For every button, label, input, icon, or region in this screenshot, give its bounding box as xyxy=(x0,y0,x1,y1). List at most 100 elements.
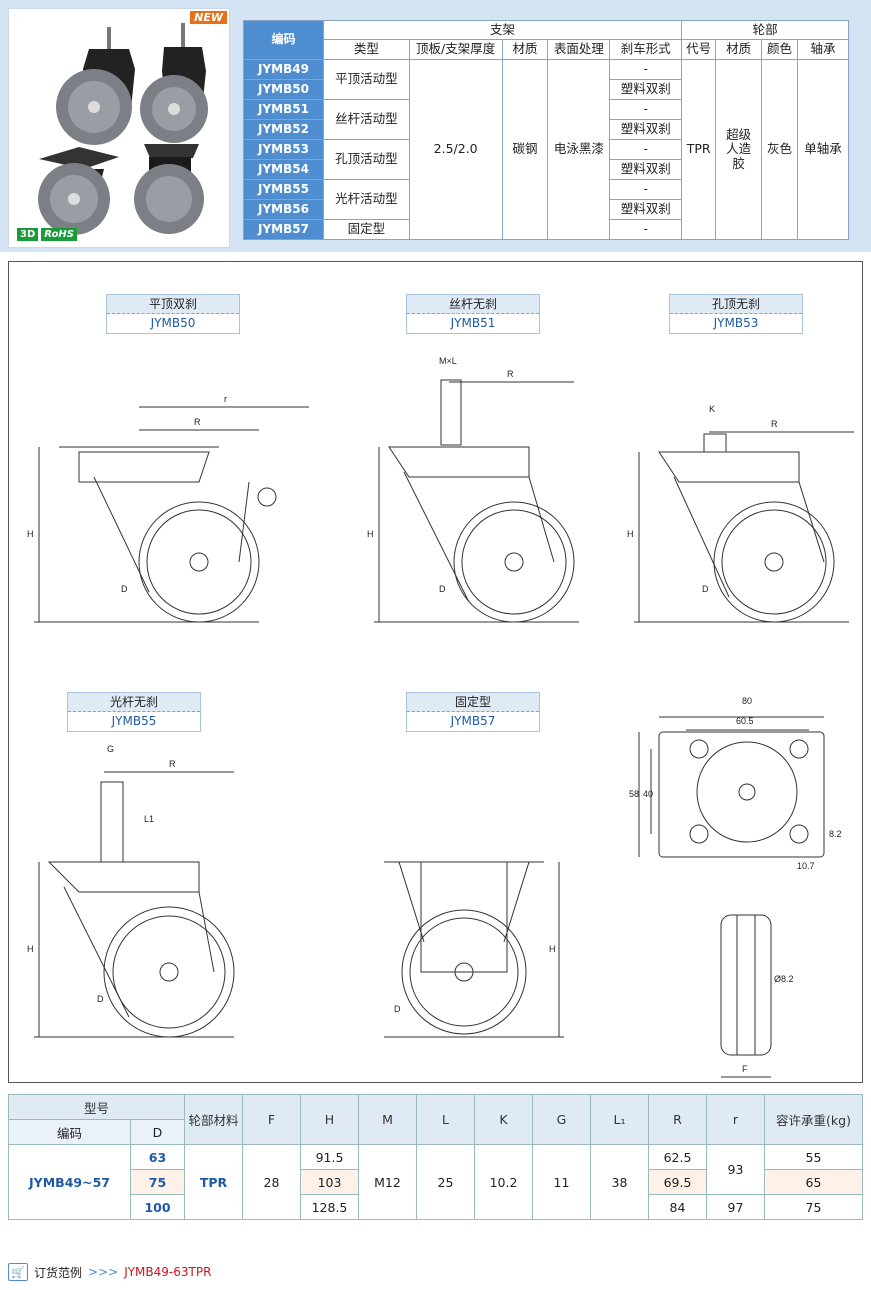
new-badge: NEW xyxy=(190,11,227,24)
cell-H: 91.5 xyxy=(300,1144,359,1170)
spec-wheel-code: TPR xyxy=(681,59,717,240)
spec-bearing: 单轴承 xyxy=(797,59,849,240)
dim-82-label: 8.2 xyxy=(829,829,842,839)
spec-header-bracket: 支架 xyxy=(322,20,683,40)
spec-code: JYMB55 xyxy=(243,179,324,200)
h-col: M xyxy=(358,1094,417,1145)
order-value: JYMB49-63TPR xyxy=(124,1265,212,1279)
spec-code: JYMB54 xyxy=(243,159,324,180)
cell-r: 97 xyxy=(706,1194,765,1220)
h-model: 型号 xyxy=(8,1094,185,1120)
h-wheel: 轮部材料 xyxy=(184,1094,243,1145)
cell-R: 69.5 xyxy=(648,1169,707,1195)
dim-r-label: r xyxy=(224,394,227,404)
h-col: 容许承重(kg) xyxy=(764,1094,863,1145)
dim-phi82-label: Ø8.2 xyxy=(774,974,794,984)
dim-D3-label: D xyxy=(702,584,709,594)
technical-drawings: r R H D M×L R H D K R H D G R L1 H D H D… xyxy=(27,356,854,1078)
dim-G-label: G xyxy=(107,744,114,754)
h-col: H xyxy=(300,1094,359,1145)
casters-image xyxy=(38,23,208,235)
cell-material: TPR xyxy=(184,1144,243,1220)
dim-107-label: 10.7 xyxy=(797,861,815,871)
spec-code: JYMB49 xyxy=(243,59,324,80)
h-col: F xyxy=(242,1094,301,1145)
spec-brake: - xyxy=(609,59,683,80)
spec-brake: 塑料双刹 xyxy=(609,79,683,100)
spec-type: 孔顶活动型 xyxy=(322,139,410,180)
spec-table: 编码 支架 轮部 类型 顶板/支架厚度 材质 表面处理 刹车形式 代号 材质 颜… xyxy=(243,20,849,240)
spec-col: 材质 xyxy=(715,39,763,60)
spec-material: 碳钢 xyxy=(501,59,549,240)
spec-code: JYMB56 xyxy=(243,199,324,220)
cell-H: 128.5 xyxy=(300,1194,359,1220)
dim-R2-label: R xyxy=(507,369,514,379)
cart-icon: 🛒 xyxy=(8,1263,28,1281)
dim-58-label: 58 xyxy=(629,789,639,799)
cell-L1: 38 xyxy=(590,1144,649,1220)
cell-H: 103 xyxy=(300,1169,359,1195)
spec-col: 刹车形式 xyxy=(609,39,683,60)
dim-D2-label: D xyxy=(439,584,446,594)
cell-load: 55 xyxy=(764,1144,863,1170)
dim-80-label: 80 xyxy=(742,696,752,706)
spec-header-code: 编码 xyxy=(243,20,324,60)
spec-wheel-material: 超级人造胶 xyxy=(715,59,763,240)
cell-r: 93 xyxy=(706,1144,765,1195)
h-D: D xyxy=(130,1119,185,1145)
dim-L1-label: L1 xyxy=(144,814,154,824)
dim-MxL-label: M×L xyxy=(439,356,457,366)
spec-color: 灰色 xyxy=(761,59,799,240)
spec-brake: - xyxy=(609,139,683,160)
dim-H2-label: H xyxy=(367,529,374,539)
h-col: R xyxy=(648,1094,707,1145)
dim-40-label: 40 xyxy=(643,789,653,799)
dim-R-label: R xyxy=(194,417,201,427)
cell-F: 28 xyxy=(242,1144,301,1220)
cell-load: 75 xyxy=(764,1194,863,1220)
dim-605-label: 60.5 xyxy=(736,716,754,726)
cell-D: 100 xyxy=(130,1194,185,1220)
order-arrows: >>> xyxy=(88,1265,119,1279)
h-col: G xyxy=(532,1094,591,1145)
h-col: L xyxy=(416,1094,475,1145)
spec-type: 丝杆活动型 xyxy=(322,99,410,140)
spec-thickness: 2.5/2.0 xyxy=(408,59,503,240)
cell-R: 62.5 xyxy=(648,1144,707,1170)
dim-H4-label: H xyxy=(27,944,34,954)
spec-col: 代号 xyxy=(681,39,717,60)
cell-M: M12 xyxy=(358,1144,417,1220)
spec-code: JYMB50 xyxy=(243,79,324,100)
product-photo: NEW 3D RoHS xyxy=(8,8,230,248)
spec-col: 表面处理 xyxy=(547,39,611,60)
spec-code: JYMB51 xyxy=(243,99,324,120)
dim-K-label: K xyxy=(709,404,715,414)
dim-H3-label: H xyxy=(627,529,634,539)
spec-type: 光杆活动型 xyxy=(322,179,410,220)
spec-col: 顶板/支架厚度 xyxy=(408,39,503,60)
cell-K: 10.2 xyxy=(474,1144,533,1220)
cell-D: 75 xyxy=(130,1169,185,1195)
dim-H-label: H xyxy=(27,529,34,539)
spec-header-wheel: 轮部 xyxy=(681,20,849,40)
spec-type: 平顶活动型 xyxy=(322,59,410,100)
spec-surface: 电泳黑漆 xyxy=(547,59,611,240)
3d-badge: 3D xyxy=(17,228,39,241)
cell-load: 65 xyxy=(764,1169,863,1195)
spec-brake: 塑料双刹 xyxy=(609,159,683,180)
h-col: r xyxy=(706,1094,765,1145)
cell-D: 63 xyxy=(130,1144,185,1170)
cell-code: JYMB49~57 xyxy=(8,1144,131,1220)
cell-G: 11 xyxy=(532,1144,591,1220)
spec-col: 颜色 xyxy=(761,39,799,60)
cell-L: 25 xyxy=(416,1144,475,1220)
h-code: 编码 xyxy=(8,1119,131,1145)
h-col: L₁ xyxy=(590,1094,649,1145)
dim-D5-label: D xyxy=(394,1004,401,1014)
spec-code: JYMB52 xyxy=(243,119,324,140)
